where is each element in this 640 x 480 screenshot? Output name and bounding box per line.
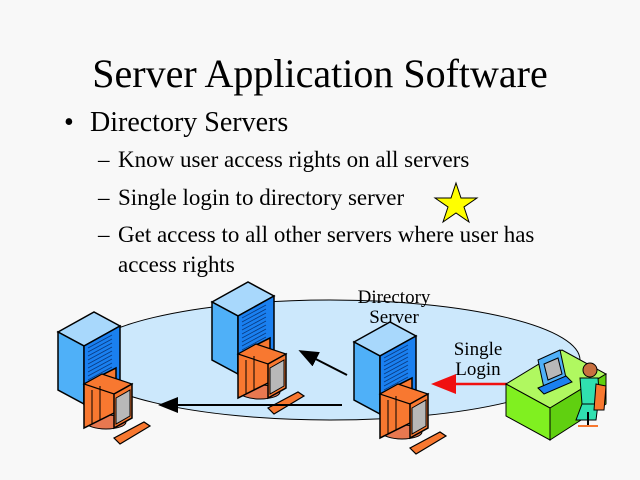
dash-marker: –	[98, 185, 110, 210]
label-line: Login	[455, 359, 501, 380]
dash-marker: –	[98, 147, 110, 172]
directory-server-label: Directory Server	[344, 288, 444, 328]
sub-bullet-text: Know user access rights on all servers	[118, 147, 470, 172]
sub-bullet-text: Get access to all other servers where us…	[118, 222, 535, 247]
sub-bullet-text: access rights	[118, 252, 235, 277]
star-icon	[433, 181, 479, 224]
single-login-label: Single Login	[440, 340, 516, 380]
user-workstation-icon	[504, 349, 608, 441]
arrow-to-middle-server	[298, 350, 348, 376]
sub-bullet-text: Single login to directory server	[118, 185, 405, 210]
slide-title: Server Application Software	[92, 51, 548, 96]
label-line: Server	[369, 307, 419, 328]
bullet-text: Directory Servers	[90, 107, 289, 138]
bullet-marker: •	[64, 107, 74, 138]
dash-marker: –	[98, 222, 110, 247]
label-line: Directory	[357, 287, 431, 308]
label-line: Single	[453, 339, 503, 360]
